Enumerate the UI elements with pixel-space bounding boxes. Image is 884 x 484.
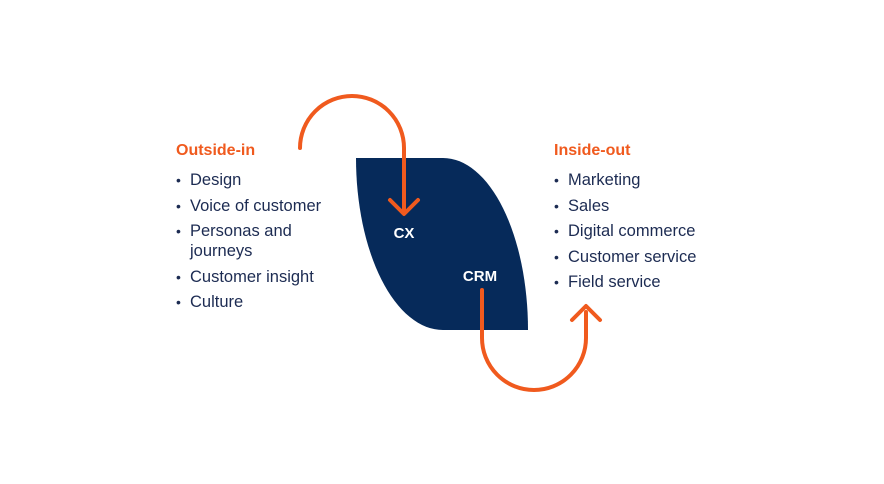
inside-out-arrowhead (570, 304, 602, 322)
list-item: Field service (554, 272, 754, 292)
list-item: Marketing (554, 170, 754, 190)
cx-label: CX (394, 225, 415, 242)
list-item: Customer service (554, 247, 754, 267)
outside-in-arrowhead (388, 198, 420, 216)
crm-label: CRM (463, 268, 497, 285)
list-item: Culture (176, 292, 351, 312)
outside-in-arrow (298, 94, 406, 212)
list-item: Voice of customer (176, 196, 351, 216)
outside-in-heading: Outside-in (176, 142, 256, 159)
leaf-shape (356, 158, 528, 330)
inside-out-column: Inside-out Marketing Sales Digital comme… (554, 140, 754, 298)
list-item: Design (176, 170, 351, 190)
outside-in-list: Design Voice of customer Personas and jo… (176, 170, 351, 312)
list-item: Digital commerce (554, 221, 754, 241)
list-item: Customer insight (176, 267, 351, 287)
list-item: Personas and journeys (176, 221, 351, 261)
inside-out-list: Marketing Sales Digital commerce Custome… (554, 170, 754, 292)
list-item: Sales (554, 196, 754, 216)
outside-in-column: Outside-in Design Voice of customer Pers… (176, 140, 351, 318)
inside-out-heading: Inside-out (554, 142, 631, 159)
inside-out-arrow (480, 288, 588, 392)
